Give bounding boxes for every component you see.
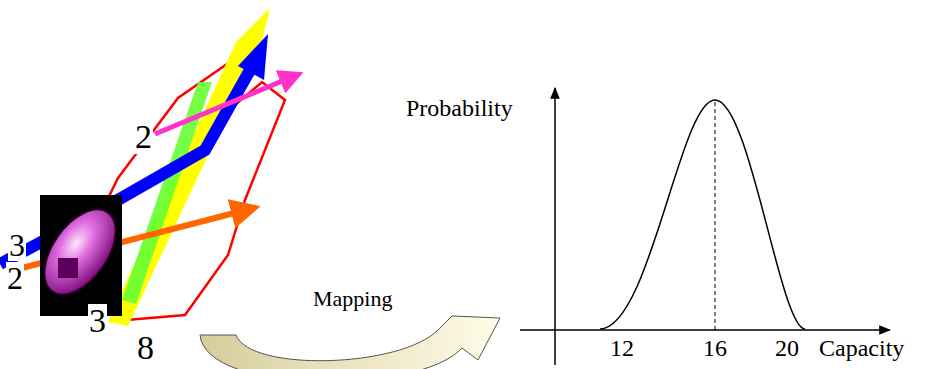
blob <box>30 197 129 307</box>
tick-label: 12 <box>609 336 635 360</box>
callout-number: 3 <box>88 304 107 338</box>
bell-curve <box>600 100 805 329</box>
yellow-band <box>108 8 270 326</box>
blue-path <box>0 70 250 264</box>
axis-title: Capacity <box>818 336 905 360</box>
callout-number: 2 <box>6 262 24 294</box>
callout-number: 2 <box>134 120 153 154</box>
mean-line <box>715 102 716 330</box>
callout-number: 3 <box>8 229 26 261</box>
tick-label: 20 <box>774 336 800 360</box>
y-axis <box>554 88 556 365</box>
blob-picture <box>30 195 129 316</box>
tick-label: 16 <box>702 336 728 360</box>
x-axis <box>520 329 890 331</box>
mapping-arrow <box>200 316 500 369</box>
arrow-label: Mapping <box>312 288 393 310</box>
callout-number: 8 <box>136 331 155 365</box>
blob-core <box>58 258 78 278</box>
magenta-arrow <box>155 77 292 134</box>
axis-title: Probability <box>405 96 514 120</box>
blue-arrowhead <box>238 34 268 80</box>
